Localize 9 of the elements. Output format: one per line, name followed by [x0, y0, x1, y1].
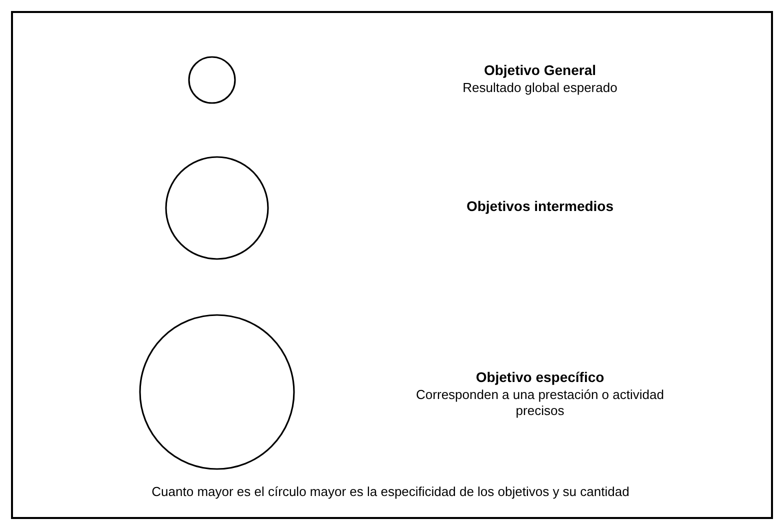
objective-circle [165, 156, 269, 260]
objective-circle [139, 314, 295, 470]
objective-heading: Objetivos intermedios [465, 198, 615, 214]
objective-description: Corresponden a una prestación o actividad precisos [415, 387, 665, 419]
objective-heading: Objetivo General [482, 62, 598, 78]
objective-circle [188, 56, 236, 104]
caption: Cuanto mayor es el círculo mayor es la especificidad de los objetivos y su cantidad [152, 484, 630, 499]
objective-description: Resultado global esperado [462, 80, 618, 96]
objective-heading: Objetivo específico [474, 369, 606, 385]
